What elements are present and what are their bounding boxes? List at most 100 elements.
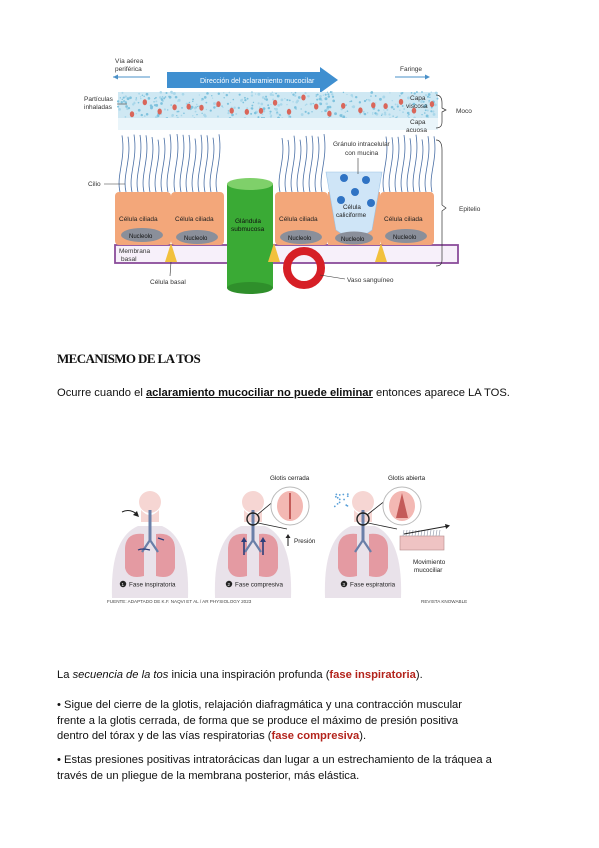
label-capa-viscosa-1: Capa	[410, 95, 426, 102]
label-membrana-2: basal	[121, 256, 137, 263]
cough-phases-diagram: Glotis cerrada Presión Glotis abierta Mo…	[107, 475, 467, 604]
intro-paragraph: Ocurre cuando el aclaramiento mucociliar…	[57, 386, 537, 402]
label-granulo-2: con mucina	[345, 150, 379, 157]
glottis-ring-2	[246, 512, 260, 526]
label-moco: Moco	[456, 108, 472, 115]
badge-2	[225, 580, 233, 588]
nucleus-4	[385, 229, 427, 243]
p1-red: fase inspiratoria	[329, 669, 416, 681]
label-revista: REVISTA KNOWABLE	[421, 599, 467, 604]
glottis-ring-3	[356, 512, 370, 526]
basal-cell-1	[165, 243, 177, 262]
right-arrow-head	[425, 74, 430, 80]
p1-c: ).	[415, 669, 423, 681]
svg-text:2: 2	[228, 582, 231, 587]
mucociliary-diagram: Vía aérea periférica Dirección del aclar…	[84, 58, 481, 294]
gland-top	[227, 178, 273, 190]
label-celula-basal: Célula basal	[150, 279, 186, 286]
label-particulas-1: Partículas	[84, 96, 114, 103]
epitelio-bracket	[435, 139, 447, 267]
blood-vessel	[283, 247, 325, 289]
pressure-arrow-1-head	[241, 537, 247, 542]
nucleus-1	[121, 228, 163, 242]
intro-post: entonces aparece LA TOS.	[372, 387, 510, 399]
label-membrana-1: Membrana	[119, 248, 150, 255]
paragraph-3: • Estas presiones positivas intratorácic…	[57, 753, 537, 784]
glottis-leader-3b	[367, 522, 398, 530]
nucleus-2	[176, 230, 218, 244]
nucleolo-1: Nucleolo	[129, 234, 153, 240]
label-capa-acuosa-2: acuosa	[406, 127, 427, 134]
intro-bold: aclaramiento mucociliar no puede elimina…	[145, 387, 373, 399]
p1-a: La	[57, 669, 73, 681]
label-caliciforme-2: caliciforme	[336, 212, 367, 219]
label-glandula-2: submucosa	[231, 226, 265, 233]
label-caliciforme-1: Célula	[343, 204, 361, 211]
badge-3	[340, 580, 348, 588]
cell-label-3: Célula ciliada	[279, 216, 318, 223]
gland-bottom	[227, 282, 273, 294]
label-via-aerea-2: periférica	[115, 66, 142, 73]
section-heading: MECANISMO DE LA TOS	[57, 351, 201, 366]
p2-l3b: ).	[359, 730, 367, 742]
label-granulo-1: Gránulo intracelular	[333, 141, 391, 148]
label-particulas-2: inhaladas	[84, 104, 113, 111]
p2-l3a: dentro del tórax y de las vías respirato…	[57, 730, 272, 742]
leader-celula-basal	[169, 261, 172, 277]
aqueous-layer	[118, 118, 438, 130]
svg-text:3: 3	[343, 582, 346, 587]
cell-label-2: Célula ciliada	[175, 216, 214, 223]
insp-arrow-r	[157, 537, 165, 541]
cough-spray	[333, 493, 349, 508]
glottis-leader-2b	[257, 522, 288, 530]
label-movimiento-1: Movimiento	[413, 559, 446, 566]
badge-1	[119, 580, 127, 588]
goblet-nucleus	[335, 231, 373, 245]
insp-arrow-l	[137, 548, 151, 551]
p1-italic: secuencia de la tos	[72, 669, 169, 681]
movimiento-arrow	[403, 525, 449, 535]
svg-text:1: 1	[122, 582, 125, 587]
air-in-arrow-head	[133, 511, 139, 517]
inhaled-particles	[129, 94, 435, 118]
label-movimiento-2: mucociliar	[414, 567, 442, 574]
label-capa-acuosa-1: Capa	[410, 119, 426, 126]
cell-label-4: Célula ciliada	[384, 216, 423, 223]
label-faringe: Faringe	[400, 66, 422, 73]
paragraph-1: La secuencia de la tos inicia una inspir…	[57, 668, 537, 684]
direction-arrow	[167, 67, 338, 93]
p2-line-2: frente a la glotis cerrada, de forma que…	[57, 714, 459, 727]
nucleolo-3: Nucleolo	[288, 236, 312, 242]
label-presion: Presión	[294, 538, 316, 545]
label-glotis-cerrada: Glotis cerrada	[270, 475, 310, 482]
glottis-open-gap	[396, 493, 408, 518]
leader-vaso	[319, 274, 346, 280]
p1-b: inicia una inspiración profunda (	[168, 669, 330, 681]
presion-arrow-head	[285, 534, 291, 538]
p2-red: fase compresiva	[271, 730, 360, 742]
p2-line-1: • Sigue del cierre de la glotis, relajac…	[57, 699, 463, 711]
label-cilio: Cilio	[88, 181, 101, 188]
p3-line-2: través de un pliegue de la membrana post…	[57, 769, 360, 782]
label-glandula-1: Glándula	[235, 218, 261, 225]
label-vaso: Vaso sanguíneo	[347, 277, 394, 284]
movimiento-arrow-head	[445, 524, 450, 529]
label-glotis-abierta: Glotis abierta	[388, 475, 426, 482]
p3-line-1: • Estas presiones positivas intratorácic…	[57, 754, 492, 766]
basal-cell-2	[268, 243, 280, 262]
basal-cell-3	[375, 243, 387, 262]
moco-bracket	[435, 94, 447, 129]
label-fase-1: Fase inspiratoria	[129, 582, 176, 589]
submucosal-gland	[227, 184, 273, 288]
label-fase-2: Fase compresiva	[235, 582, 283, 589]
label-fuente: FUENTE: ADAPTADO DE K.F. NAQVI ET AL / A…	[107, 599, 252, 604]
p2-line-3: dentro del tórax y de las vías respirato…	[57, 729, 537, 745]
nucleolo-2: Nucleolo	[184, 236, 208, 242]
mucin-granules	[337, 174, 375, 207]
nucleolo-4: Nucleolo	[393, 235, 417, 241]
cell-label-1: Célula ciliada	[119, 216, 158, 223]
nucleus-3	[280, 230, 322, 244]
paragraph-2: • Sigue del cierre de la glotis, relajac…	[57, 698, 537, 745]
nucleolo-5: Nucleolo	[341, 237, 365, 243]
pressure-arrow-2-head	[260, 537, 266, 542]
